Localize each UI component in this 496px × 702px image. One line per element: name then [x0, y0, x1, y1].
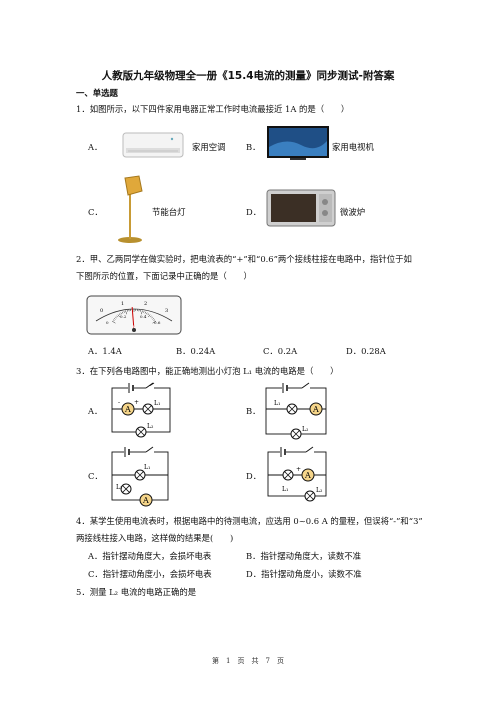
air-conditioner-icon	[122, 132, 184, 158]
dial-tick	[140, 310, 143, 315]
dial-tick	[143, 310, 145, 313]
dial-tick	[144, 311, 146, 314]
circuit-b-l1: L₁	[274, 400, 280, 407]
circuit-b-l2: L₂	[302, 426, 309, 433]
circuit-b-ammeter: A	[312, 405, 319, 414]
dial-needle	[131, 307, 135, 331]
circuit-d-l1: L₁	[282, 486, 288, 493]
circuit-c-l1: L₁	[144, 464, 150, 471]
dial-tick	[148, 314, 151, 318]
document-title: 人教版九年级物理全一册《15.4电流的测量》同步测试-附答案	[101, 70, 395, 82]
q2-stem-line2: 下图所示的位置，下面记录中正确的是（ ）	[76, 271, 252, 281]
q1-option-c-label: 节能台灯	[152, 207, 186, 217]
q2-option-b: B．0.24A	[176, 346, 216, 356]
q1-option-a-key: A．	[88, 142, 103, 152]
dial-tick	[123, 310, 125, 313]
circuit-d-l2: L₂	[316, 487, 323, 494]
q1-stem: 1．如图所示，以下四件家用电器正常工作时电流最接近 1A 的是（ ）	[76, 104, 350, 114]
q4-stem-line2: 两接线柱接入电路，这样做的结果是( )	[76, 533, 234, 543]
q4-option-d: D．指针摆动角度小，读数不准	[246, 569, 362, 579]
q1-option-c-key: C．	[88, 207, 103, 217]
desk-lamp-icon	[118, 175, 143, 243]
q1-option-b-label: 家用电视机	[332, 142, 374, 152]
dial-inner-0: 0	[106, 320, 109, 325]
q1-option-d-key: D．	[246, 207, 262, 217]
circuit-a-l1: L₁	[154, 400, 160, 407]
dial-inner-3: 0.6	[154, 320, 161, 325]
dial-tick	[111, 320, 116, 324]
circuit-d-diagram: A + L₁ L₂	[267, 446, 327, 502]
circuit-b-diagram: L₁ A L₂	[265, 382, 327, 440]
circuit-a-ammeter: A	[124, 405, 131, 414]
circuit-a-l2: L₂	[147, 423, 154, 430]
circuit-a-minus: -	[118, 399, 120, 406]
microwave-icon	[266, 189, 336, 227]
dial-tick	[147, 313, 149, 316]
dial-tick	[112, 319, 115, 321]
dial-inner-1: 0.2	[120, 314, 127, 319]
dial-outer-2: 2	[144, 301, 147, 307]
circuit-d-ammeter: A	[304, 471, 311, 480]
dial-inner-2: 0.4	[140, 314, 147, 319]
q4-option-c: C．指针摆动角度小，会损坏电表	[88, 569, 212, 579]
q2-option-c: C．0.2A	[263, 346, 298, 356]
dial-tick	[116, 315, 118, 318]
dial-tick	[119, 313, 121, 316]
circuit-c-l2: L₂	[116, 484, 123, 491]
circuit-c-ammeter: A	[142, 496, 149, 505]
q1-option-b-key: B．	[246, 142, 261, 152]
dial-tick	[153, 319, 156, 321]
q1-option-a-label: 家用空调	[192, 142, 226, 152]
q2-option-a: A．1.4A	[88, 346, 122, 356]
q4-stem-line1: 4．某学生使用电流表时，根据电路中的待测电流，应选用 0~0.6 A 的量程，但…	[76, 516, 423, 526]
dial-tick	[113, 318, 116, 320]
dial-tick	[152, 318, 155, 320]
q2-option-d: D．0.28A	[346, 346, 386, 356]
dial-unit: A	[131, 324, 135, 329]
q3-option-c: C．	[88, 471, 103, 481]
dial-tick	[117, 314, 120, 318]
q3-option-a: A．	[88, 406, 103, 416]
q4-option-a: A．指针摆动角度大，会损坏电表	[88, 551, 212, 561]
page-footer: 第 1 页 共 7 页	[212, 657, 284, 665]
q3-option-b: B．	[246, 406, 261, 416]
circuit-a-diagram: A + - L₁ L₂	[111, 382, 171, 438]
q4-option-b: B．指针摆动角度大，读数不准	[246, 551, 362, 561]
dial-tick	[152, 320, 157, 324]
dial-outer-0: 0	[100, 308, 103, 314]
dial-tick	[146, 312, 148, 315]
ammeter-dial: 0 1 2 3 0 0.2 0.4 0.6 A	[86, 295, 182, 335]
q3-stem: 3．在下列各电路图中，能正确地测出小灯泡 L₁ 电流的电路是（ ）	[76, 366, 339, 376]
dial-outer-1: 1	[121, 301, 124, 307]
dial-ticks	[111, 309, 157, 324]
q5-stem: 5．测量 L₂ 电流的电路正确的是	[76, 587, 197, 597]
q1-option-d-label: 微波炉	[340, 207, 366, 217]
circuit-d-plus: +	[296, 466, 301, 473]
television-icon	[267, 126, 329, 160]
q3-option-d: D．	[246, 471, 262, 481]
dial-tick	[122, 311, 124, 314]
circuit-c-diagram: L₁ L₂ A	[111, 446, 169, 507]
dial-tick	[115, 316, 117, 319]
dial-tick	[125, 310, 128, 315]
circuit-a-plus: +	[134, 399, 139, 406]
dial-tick	[151, 316, 153, 319]
dial-tick	[120, 312, 122, 315]
section-heading: 一、单选题	[76, 88, 118, 98]
dial-tick	[150, 315, 152, 318]
dial-outer-3: 3	[165, 308, 168, 314]
q2-stem-line1: 2．甲、乙两同学在做实验时，把电流表的“+”和“0.6”两个接线柱接在电路中，指…	[76, 254, 412, 264]
